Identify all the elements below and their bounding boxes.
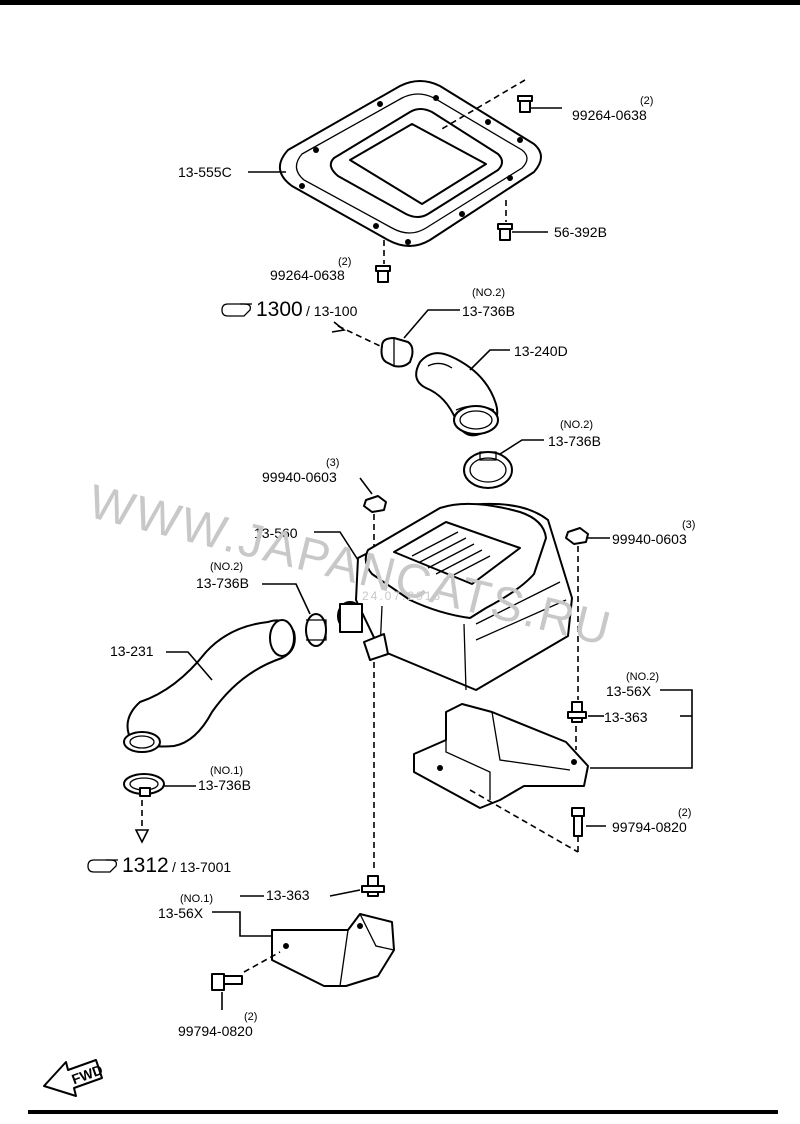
hose-13-231[interactable] xyxy=(123,619,296,753)
top-border xyxy=(0,0,800,5)
bracket-13-56x-no2[interactable] xyxy=(413,703,589,809)
label-13-736b-c: 13-736B xyxy=(196,575,249,591)
ref-1300-sub: / 13-100 xyxy=(306,303,358,319)
label-99794-0820-right: 99794-0820 xyxy=(612,819,687,835)
label-99264-0638-top: 99264-0638 xyxy=(572,107,647,123)
label-13-555c: 13-555C xyxy=(178,164,232,180)
label-99940-0603-left: 99940-0603 xyxy=(262,469,337,485)
ref-1300[interactable]: 1300 xyxy=(256,298,303,321)
bolt-99794-0820-right[interactable] xyxy=(571,807,585,837)
label-13-56x-right: 13-56X xyxy=(606,683,652,699)
nut-99940-0603-right[interactable] xyxy=(565,527,589,545)
clamp-13-736b-a[interactable] xyxy=(380,337,414,368)
qty-13-736b-c: (NO.2) xyxy=(210,561,243,573)
bolt-99264-top[interactable] xyxy=(517,95,533,113)
intake-box-13-560[interactable] xyxy=(337,502,573,691)
label-13-363-right: 13-363 xyxy=(604,709,648,725)
nut-99940-0603-left[interactable] xyxy=(363,495,387,513)
bolt-56-392b[interactable] xyxy=(497,223,513,241)
label-13-560: 13-560 xyxy=(254,525,298,541)
bolt-99794-0820-bottom[interactable] xyxy=(211,973,243,991)
clamp-13-736b-d[interactable] xyxy=(123,773,165,797)
hand-pointer-icon xyxy=(87,859,118,873)
clamp-13-736b-b[interactable] xyxy=(463,451,513,489)
label-13-231: 13-231 xyxy=(110,643,154,659)
qty-99264-0638-bottom: (2) xyxy=(338,256,351,268)
qty-13-56x-bottom: (NO.1) xyxy=(180,893,213,905)
label-13-363-bottom: 13-363 xyxy=(266,887,310,903)
qty-99794-0820-right: (2) xyxy=(678,807,691,819)
label-13-736b-b: 13-736B xyxy=(548,433,601,449)
label-13-56x-bottom: 13-56X xyxy=(158,905,204,921)
qty-99794-0820-bottom: (2) xyxy=(244,1011,257,1023)
label-13-240d: 13-240D xyxy=(514,343,568,359)
label-56-392b: 56-392B xyxy=(554,224,607,240)
qty-13-736b-d: (NO.1) xyxy=(210,765,243,777)
stud-13-363-right[interactable] xyxy=(567,701,587,723)
stud-13-363-bottom[interactable] xyxy=(361,875,385,897)
clamp-13-736b-c[interactable] xyxy=(305,613,327,647)
qty-99940-0603-right: (3) xyxy=(682,519,695,531)
label-99794-0820-bottom: 99794-0820 xyxy=(178,1023,253,1039)
ref-1312-sub: / 13-7001 xyxy=(172,859,231,875)
watermark-date: 24.07.2016 xyxy=(362,589,442,603)
qty-99264-0638-top: (2) xyxy=(640,95,653,107)
qty-13-736b-b: (NO.2) xyxy=(560,419,593,431)
label-99264-0638-bottom: 99264-0638 xyxy=(270,267,345,283)
label-13-736b-d: 13-736B xyxy=(198,777,251,793)
bolt-99264-bottom[interactable] xyxy=(375,265,391,283)
label-99940-0603-right: 99940-0603 xyxy=(612,531,687,547)
ref-1312[interactable]: 1312 xyxy=(122,854,169,877)
qty-13-736b-a: (NO.2) xyxy=(472,287,505,299)
qty-13-56x-right: (NO.2) xyxy=(626,671,659,683)
bottom-border xyxy=(28,1110,778,1114)
cover-plate-13-555c[interactable] xyxy=(279,80,542,247)
fwd-arrow-icon: FWD xyxy=(43,1059,105,1097)
label-13-736b-a: 13-736B xyxy=(462,303,515,319)
bracket-13-56x-no1[interactable] xyxy=(271,913,395,987)
hose-13-240d[interactable] xyxy=(415,352,499,437)
hand-pointer-icon xyxy=(221,303,252,317)
qty-99940-0603-left: (3) xyxy=(326,457,339,469)
